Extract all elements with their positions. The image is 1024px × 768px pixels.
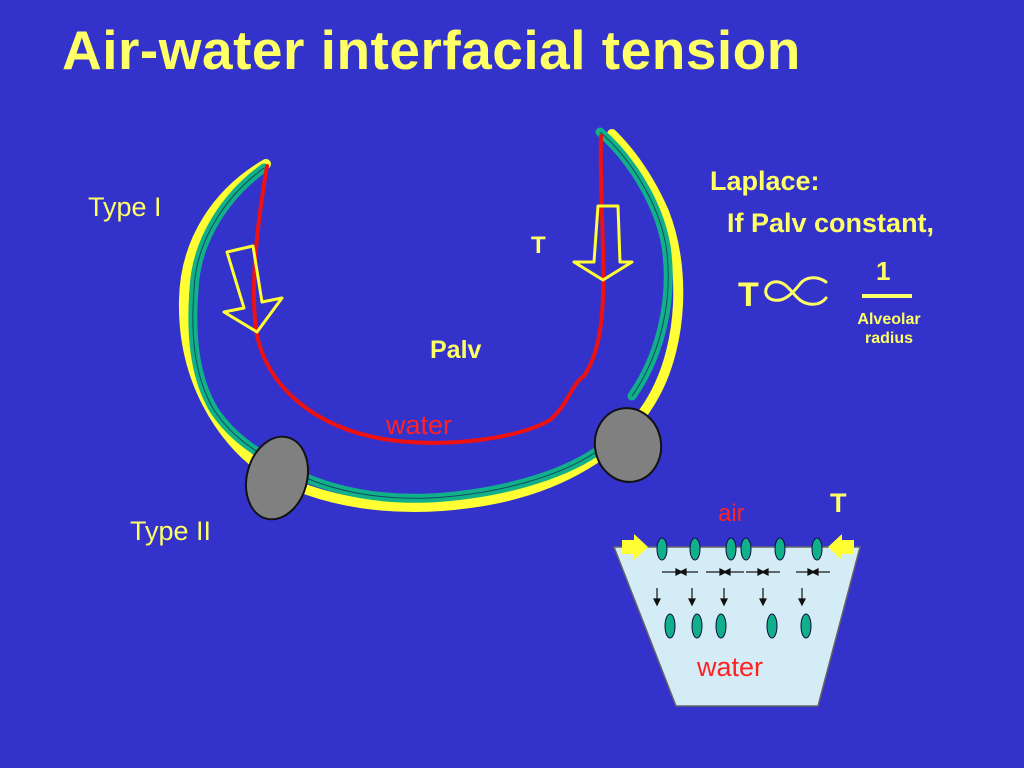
surface-molecule xyxy=(774,537,786,561)
surface-molecule xyxy=(725,537,737,561)
surface-molecule xyxy=(656,537,668,561)
surface-molecule xyxy=(740,537,752,561)
bulk-molecule xyxy=(664,613,676,639)
surface-molecule xyxy=(811,537,823,561)
downward-pull-arrows xyxy=(653,588,806,607)
slide-title: Air-water interfacial tension xyxy=(62,19,801,81)
surface-arrow-right xyxy=(828,534,854,560)
hollow-down-arrow-left xyxy=(222,244,284,334)
proportional-symbol xyxy=(764,276,828,306)
water-label-beaker: water xyxy=(697,652,764,682)
liquid-lining xyxy=(251,134,606,445)
bulk-molecule xyxy=(800,613,812,639)
tension-label-beaker: T xyxy=(830,488,847,518)
basement-membrane xyxy=(178,129,684,512)
tension-label-center: T xyxy=(531,232,546,259)
bulk-molecule xyxy=(691,613,703,639)
hollow-down-arrow-right xyxy=(572,204,634,282)
fraction-numerator: 1 xyxy=(876,256,891,286)
fraction-denominator: Alveolar radius xyxy=(857,311,921,348)
type-one-label: Type I xyxy=(88,192,162,222)
palv-label: Palv xyxy=(430,336,482,364)
surface-arrow-left xyxy=(622,534,648,560)
laplace-heading: Laplace: xyxy=(710,166,820,196)
surface-molecules xyxy=(656,537,823,561)
epithelium-outline xyxy=(192,131,669,499)
bulk-molecule xyxy=(766,613,778,639)
horizontal-pull-arrows xyxy=(662,568,830,576)
bulk-molecule xyxy=(715,613,727,639)
water-label-alveolus: water xyxy=(386,410,453,440)
beaker-water xyxy=(612,546,861,707)
surface-molecule xyxy=(689,537,701,561)
bulk-molecules xyxy=(664,613,812,639)
air-label: air xyxy=(718,500,745,527)
type-two-label: Type II xyxy=(130,516,212,546)
type-two-cell-left xyxy=(245,435,309,521)
type-two-cell-right xyxy=(593,407,663,483)
laplace-tension-symbol: T xyxy=(738,276,759,314)
laplace-condition: If Palv constant, xyxy=(727,208,935,238)
